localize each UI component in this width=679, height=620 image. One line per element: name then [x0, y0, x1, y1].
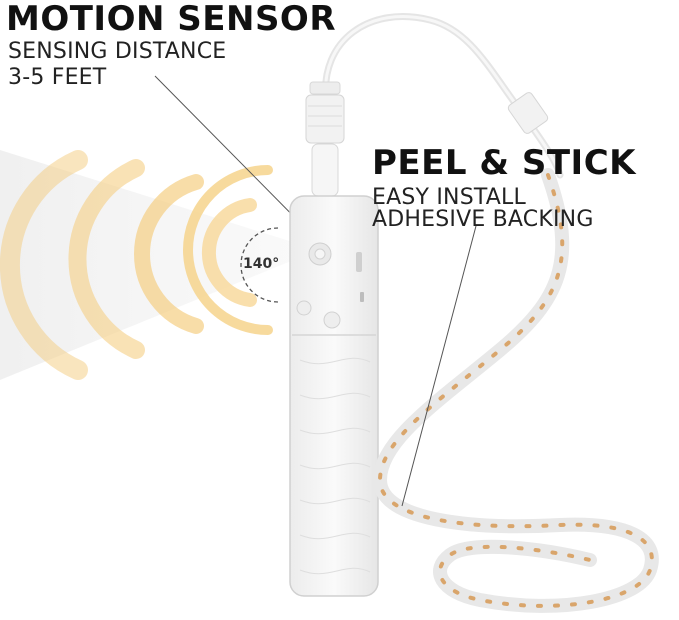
cable-connector: [305, 81, 345, 197]
motion-waves: [0, 150, 273, 380]
peel-stick-title: PEEL & STICK: [372, 143, 636, 183]
sensor-housing: [289, 195, 379, 597]
distance-value: 3-5 FEET: [8, 65, 107, 90]
detection-beam: [0, 150, 318, 380]
easy-install-label: EASY INSTALL: [372, 185, 526, 210]
angle-arc: [240, 227, 279, 303]
led-strip: [372, 168, 659, 613]
sensing-distance-label: SENSING DISTANCE: [8, 39, 227, 64]
detection-angle-label: 140°: [243, 256, 280, 272]
motion-sensor-title: MOTION SENSOR: [6, 0, 337, 39]
peel-callout-line: [401, 225, 477, 507]
strip-connector: [507, 92, 549, 134]
adhesive-backing-label: ADHESIVE BACKING: [372, 207, 594, 232]
